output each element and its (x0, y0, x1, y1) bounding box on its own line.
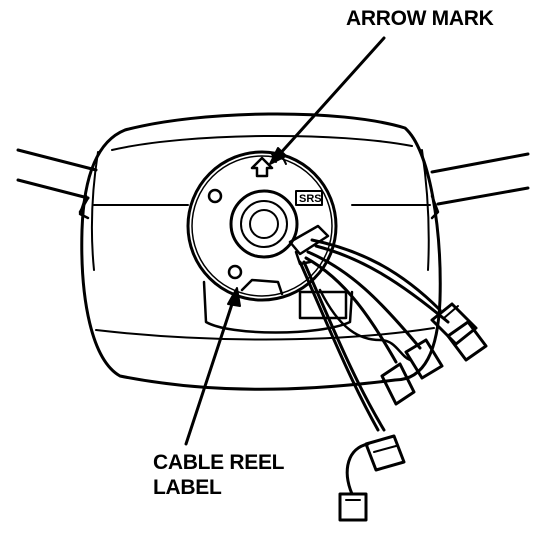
reel-label-notch (240, 278, 284, 296)
connector-plug-bottom (338, 442, 370, 522)
srs-mark-text: SRS (299, 193, 322, 205)
wiring-harness (298, 238, 450, 432)
cable-reel-label-callout-line1: CABLE REEL (153, 451, 285, 474)
srs-mark-box: SRS (295, 190, 323, 206)
connector-plug-middle-top (404, 338, 444, 380)
reel-arrow-mark (250, 156, 274, 178)
cable-reel-label-callout-line2: LABEL (153, 476, 222, 499)
arrow-mark-callout: ARROW MARK (346, 7, 494, 30)
connector-plug-lower (364, 434, 406, 472)
cable-reel (186, 150, 338, 302)
cable-reel-label-leader (184, 287, 241, 446)
reel-hub (229, 189, 299, 259)
connector-plug-right-bottom (446, 320, 488, 362)
reel-hole-left (207, 188, 223, 204)
reel-hole-lower (227, 264, 243, 280)
column-housing (78, 112, 442, 391)
right-stalk (430, 152, 530, 206)
connector-plug-middle-bottom (380, 362, 416, 406)
arrow-mark-leader (269, 36, 386, 165)
